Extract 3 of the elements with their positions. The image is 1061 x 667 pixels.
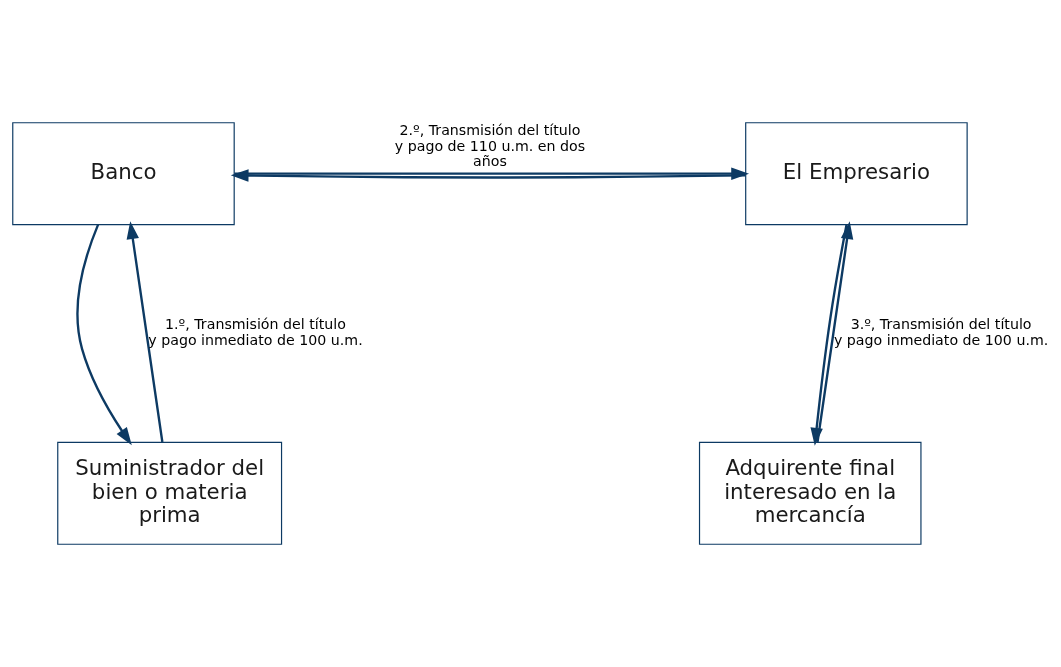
edge-label: 3.º, Transmisión del título y pago inmediato de 100 u.m. [833,316,1049,348]
edge-label: 1.º, Transmisión del título y pago inmediato de 100 u.m. [148,316,363,348]
edge-label: 2.º, Transmisión del título y pago de 110 u.m. en dos años [394,122,586,170]
